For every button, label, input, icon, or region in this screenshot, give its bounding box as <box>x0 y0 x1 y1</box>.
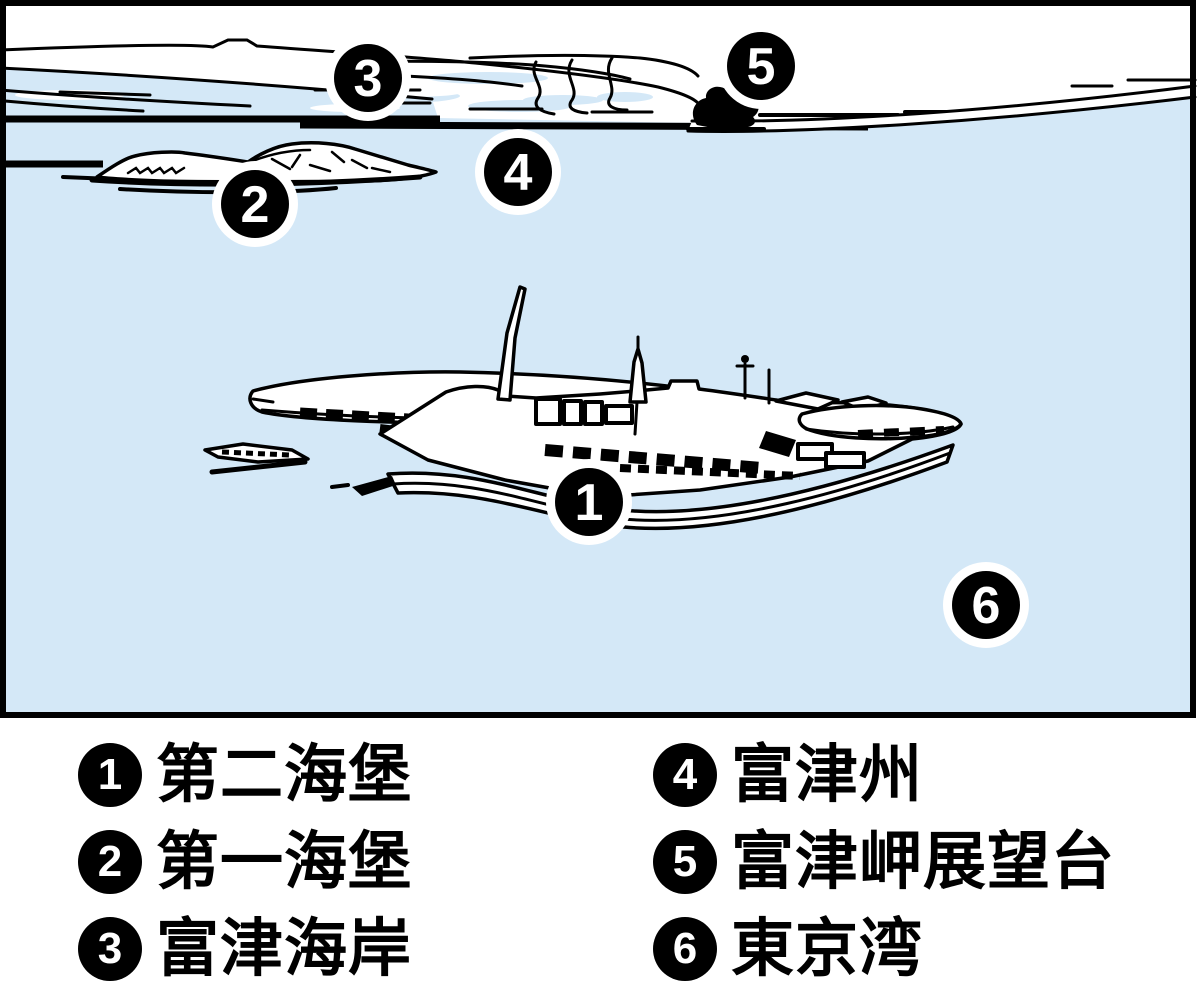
map-marker-3: 3 <box>325 35 411 121</box>
legend-number-badge: 6 <box>653 917 717 981</box>
island-daiichi-kaiho <box>0 141 438 195</box>
legend-label: 富津州 <box>731 739 923 810</box>
map-marker-2: 2 <box>212 161 298 247</box>
legend-number-badge: 5 <box>653 830 717 894</box>
fort-antennas <box>735 355 771 405</box>
legend-label: 東京湾 <box>731 913 923 984</box>
marker-dot <box>334 44 402 112</box>
legend-number: 4 <box>672 750 698 799</box>
legend-number: 5 <box>672 837 698 886</box>
marker-number: 4 <box>504 144 533 202</box>
map-marker-5: 5 <box>718 23 804 109</box>
legend-label: 富津岬展望台 <box>731 826 1115 897</box>
marker-dot <box>221 170 289 238</box>
legend-label: 富津海岸 <box>156 913 412 984</box>
map-canvas: 1 2 3 4 <box>0 0 1197 718</box>
legend-item: 1 第二海堡 <box>78 742 412 808</box>
legend: 1 第二海堡 2 第一海堡 3 富津海岸 4 富津州 5 富津岬展望台 6 <box>0 718 1200 993</box>
map-border <box>0 0 1196 718</box>
map-marker-1: 1 <box>546 459 632 545</box>
marker-number: 5 <box>747 38 776 96</box>
marker-number: 1 <box>575 474 604 532</box>
marker-number: 2 <box>241 176 270 234</box>
legend-item: 6 東京湾 <box>653 916 1115 982</box>
legend-item: 3 富津海岸 <box>78 916 412 982</box>
legend-item: 4 富津州 <box>653 742 1115 808</box>
fort-daini-kaiho <box>203 285 963 531</box>
marker-dot <box>555 468 623 536</box>
legend-number-badge: 3 <box>78 917 142 981</box>
legend-item: 2 第一海堡 <box>78 829 412 895</box>
legend-number: 1 <box>97 750 123 799</box>
legend-number: 3 <box>97 924 123 973</box>
map-marker-4: 4 <box>475 129 561 215</box>
legend-number-badge: 1 <box>78 743 142 807</box>
legend-column-left: 1 第二海堡 2 第一海堡 3 富津海岸 <box>78 742 412 982</box>
fort-mast <box>496 285 527 402</box>
map-illustration: 1 2 3 4 <box>0 0 1197 718</box>
fort-tower <box>628 347 648 404</box>
legend-column-right: 4 富津州 5 富津岬展望台 6 東京湾 <box>653 742 1115 982</box>
legend-label: 第一海堡 <box>156 826 412 897</box>
legend-item: 5 富津岬展望台 <box>653 829 1115 895</box>
marker-number: 6 <box>972 577 1001 635</box>
map-marker-6: 6 <box>943 562 1029 648</box>
marker-dot <box>727 32 795 100</box>
legend-number: 6 <box>672 924 698 973</box>
legend-number: 2 <box>97 837 123 886</box>
legend-number-badge: 2 <box>78 830 142 894</box>
fort-buildings <box>534 391 888 426</box>
marker-dot <box>484 138 552 206</box>
marker-number: 3 <box>354 50 383 108</box>
map-markers: 1 2 3 4 <box>212 23 1029 648</box>
legend-label: 第二海堡 <box>156 739 412 810</box>
fort-islet <box>203 442 310 464</box>
fort-right-platform <box>759 403 963 469</box>
legend-number-badge: 4 <box>653 743 717 807</box>
marker-dot <box>952 571 1020 639</box>
